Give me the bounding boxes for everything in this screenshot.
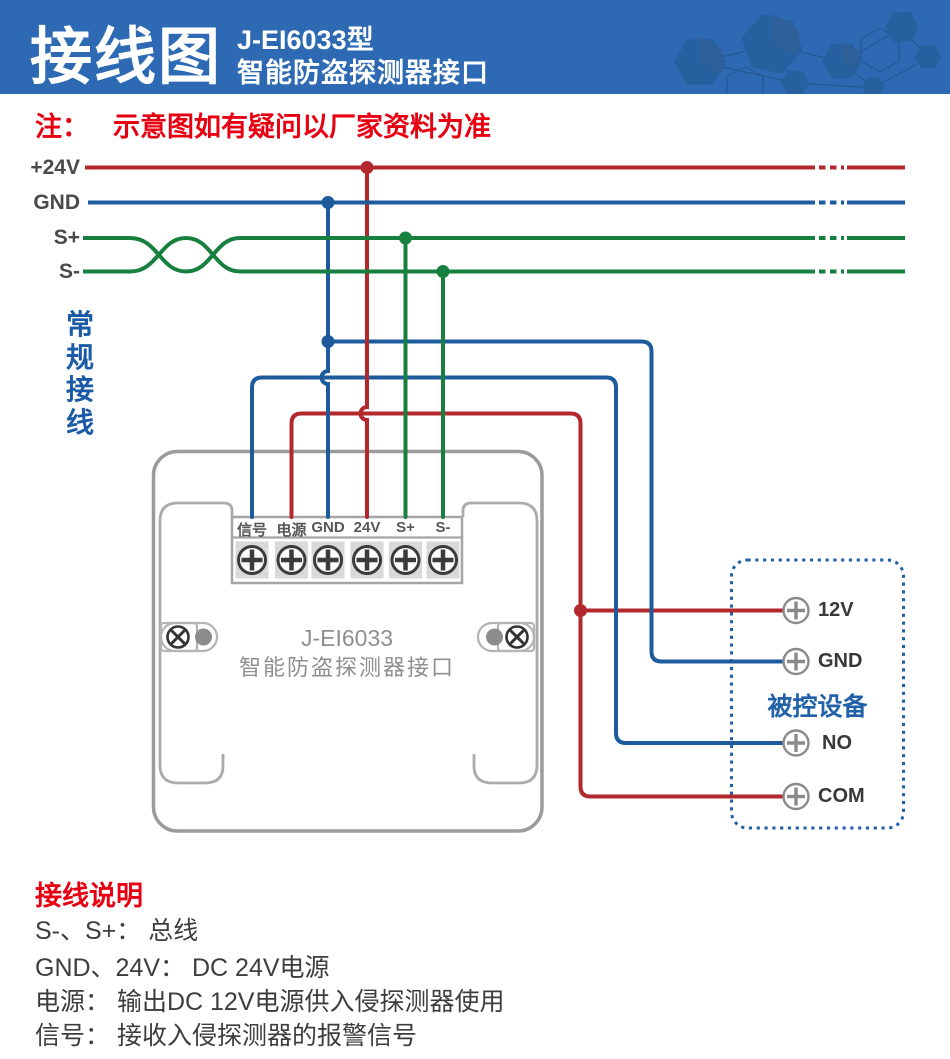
header-cubes-decoration xyxy=(674,12,941,94)
page-title: 接线图 xyxy=(30,23,223,92)
header-bar: 接线图 J-EI6033型 智能防盗探测器接口 xyxy=(0,0,950,94)
header-model-label: J-EI6033型 xyxy=(237,25,374,55)
bus-line-splus xyxy=(83,236,905,274)
bus-label-sminus: S- xyxy=(59,260,80,283)
bus-line-sminus xyxy=(83,235,905,274)
legend-line-power-supply: GND、24V： DC 24V电源 xyxy=(35,954,330,982)
controlled-terminal-com: COM xyxy=(818,785,865,807)
screw-terminal-icon xyxy=(350,541,384,579)
terminal-label-sminus: S- xyxy=(435,519,451,536)
controlled-terminal-no: NO xyxy=(822,731,852,754)
note-prefix: 注： xyxy=(35,112,89,142)
controlled-device-title: 被控设备 xyxy=(767,693,868,721)
legend-line-signal: 信号： 接收入侵探测器的报警信号 xyxy=(35,1022,417,1050)
legend-line-bus: S-、S+： 总线 xyxy=(35,917,199,945)
bus-label-splus: S+ xyxy=(53,226,80,249)
screw-terminal-icon xyxy=(235,541,269,579)
terminal-label-24v: 24V xyxy=(353,519,381,536)
screw-terminal-icon xyxy=(782,596,810,625)
controlled-device-box xyxy=(730,558,905,830)
screw-terminal-icon xyxy=(782,729,810,757)
section-label-conventional-wiring: 常规接线 xyxy=(65,309,94,438)
legend-heading: 接线说明 xyxy=(35,881,143,911)
wire-power-red xyxy=(289,411,786,799)
wire-signal-blue xyxy=(250,375,786,745)
device-box xyxy=(151,449,544,833)
controlled-terminal-12v: 12V xyxy=(818,599,854,621)
controlled-device-screws xyxy=(782,596,810,811)
mounting-hole-right xyxy=(476,621,536,653)
bus-label-24v: +24V xyxy=(30,156,80,179)
terminal-label-power: 电源 xyxy=(276,522,307,539)
bus-label-gnd: GND xyxy=(33,191,80,214)
terminal-label-gnd: GND xyxy=(311,519,345,536)
header-subtitle: 智能防盗探测器接口 xyxy=(237,58,489,88)
wire-gnd-drop xyxy=(319,200,330,519)
screw-terminal-icon xyxy=(426,541,460,579)
device-model-label: J-EI6033 xyxy=(300,625,394,651)
device-name-label: 智能防盗探测器接口 xyxy=(238,655,455,680)
terminal-label-splus: S+ xyxy=(396,519,415,536)
screw-terminal-icon xyxy=(782,647,810,676)
wire-gnd-branch-blue xyxy=(326,339,786,664)
controlled-terminal-gnd: GND xyxy=(818,650,863,672)
terminal-label-signal: 信号 xyxy=(236,522,267,539)
mounting-hole-left xyxy=(159,621,219,653)
wire-24v-drop xyxy=(358,165,369,519)
terminal-strip xyxy=(230,515,464,585)
legend-line-power-output: 电源： 输出DC 12V电源供入侵探测器使用 xyxy=(35,988,505,1016)
screw-terminal-icons xyxy=(235,541,460,579)
note-line: 注： 示意图如有疑问以厂家资料为准 xyxy=(35,105,491,144)
screw-terminal-icon xyxy=(389,541,422,579)
screw-terminal-icon xyxy=(311,541,345,579)
screw-terminal-icon xyxy=(782,782,810,811)
note-text: 示意图如有疑问以厂家资料为准 xyxy=(113,112,491,142)
screw-terminal-icon xyxy=(275,541,308,579)
junction-dots xyxy=(321,161,587,617)
